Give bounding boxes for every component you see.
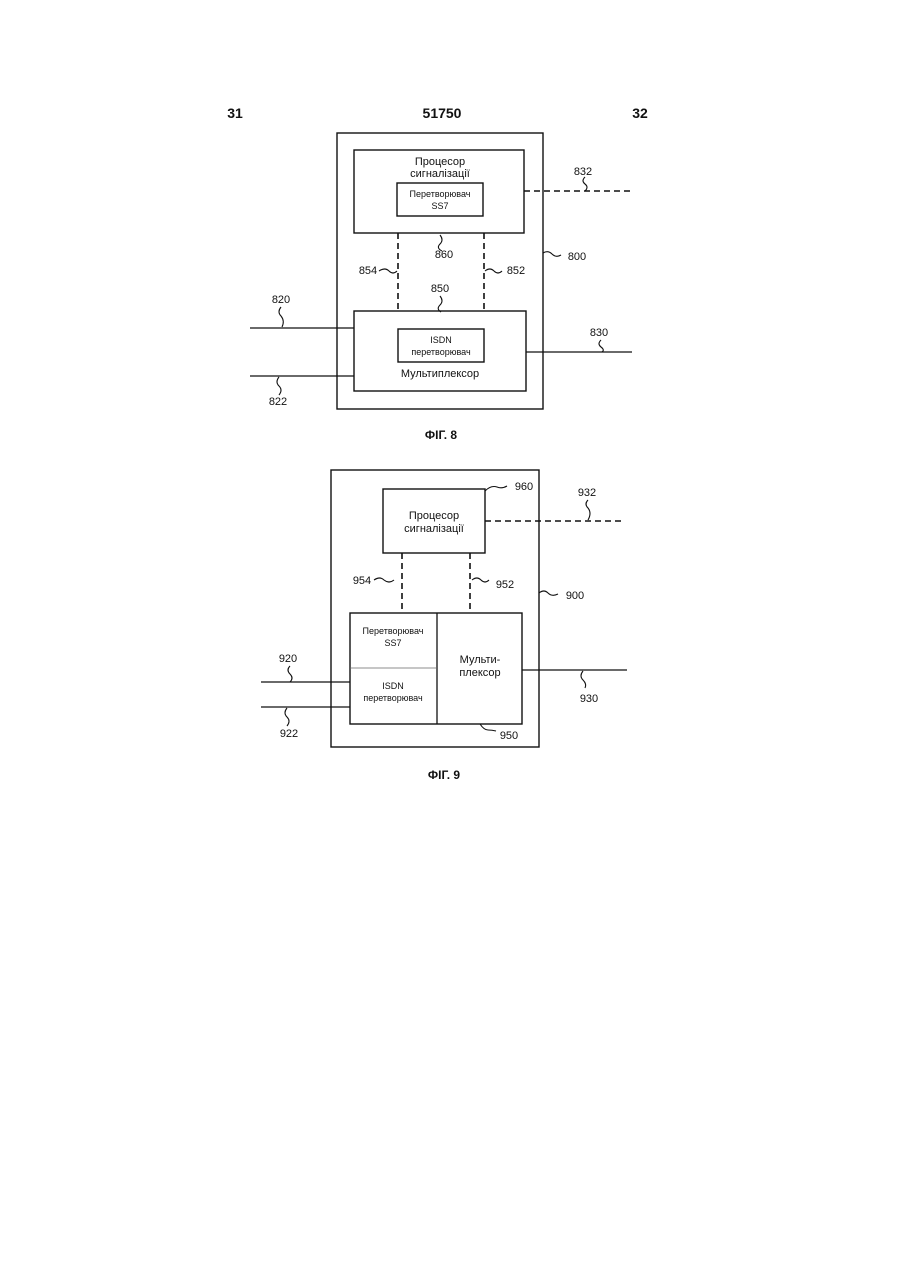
fig8-leader-820 [279,307,283,327]
page-number-left: 31 [227,105,243,121]
fig9-ss7-label-2: SS7 [384,638,401,648]
fig8-caption: ФІГ. 8 [425,428,458,442]
fig8-ref-822: 822 [269,396,287,408]
fig8-leader-800 [543,252,561,257]
fig8-leader-850 [438,296,442,312]
fig8-ss7-label-2: SS7 [431,201,448,211]
fig8-isdn-label-1: ISDN [430,335,452,345]
fig9-ref-930: 930 [580,693,598,705]
fig9-signal-processor-label-1: Процесор [409,510,459,522]
fig8-leader-830 [599,340,603,352]
fig8-ref-820: 820 [272,294,290,306]
document-number: 51750 [423,105,462,121]
fig8-ref-800: 800 [568,251,586,263]
fig9-ref-900: 900 [566,590,584,602]
fig8-multiplexer-label: Мультиплексор [401,368,479,380]
page-number-right: 32 [632,105,648,121]
fig9-ref-950: 950 [500,730,518,742]
fig8-leader-854 [379,269,397,273]
fig9-leader-960 [485,486,507,491]
fig9-ref-932: 932 [578,487,596,499]
fig9-leader-950 [480,724,496,731]
fig8-ss7-converter-box [397,183,483,216]
fig9-ref-954: 954 [353,575,371,587]
fig9-multiplexer-label-2: плексор [459,667,500,679]
fig9-isdn-label-2: перетворювач [363,693,423,703]
fig9-leader-930 [581,671,586,688]
figure-9: Процесор сигналізації 960 932 954 952 90… [261,470,627,782]
fig9-multiplexer-label-1: Мульти- [460,654,501,666]
fig9-signal-processor-label-2: сигналізації [404,523,464,535]
figure-8: Процесор сигналізації Перетворювач SS7 8… [250,133,632,442]
fig8-ref-854: 854 [359,265,377,277]
fig8-ref-832: 832 [574,166,592,178]
fig8-ref-850: 850 [431,283,449,295]
fig8-isdn-label-2: перетворювач [411,347,471,357]
fig9-caption: ФІГ. 9 [428,768,461,782]
fig9-ref-952: 952 [496,579,514,591]
fig8-leader-822 [277,377,281,395]
fig8-leader-832 [583,177,587,191]
fig8-isdn-converter-box [398,329,484,362]
fig9-isdn-label-1: ISDN [382,681,404,691]
fig8-signal-processor-label-2: сигналізації [410,168,470,180]
fig9-leader-954 [374,578,394,582]
fig9-ref-960: 960 [515,481,533,493]
fig9-ss7-label-1: Перетворювач [363,626,424,636]
fig8-ref-860: 860 [435,249,453,261]
fig9-leader-920 [288,666,292,682]
fig8-ss7-label-1: Перетворювач [410,189,471,199]
fig8-ref-830: 830 [590,327,608,339]
fig9-leader-932 [586,500,590,520]
fig9-leader-952 [472,578,489,582]
fig9-leader-922 [285,708,289,726]
fig8-leader-852 [485,269,502,273]
fig9-ref-920: 920 [279,653,297,665]
fig8-signal-processor-label-1: Процесор [415,156,465,168]
fig9-leader-900 [539,591,558,595]
fig8-ref-852: 852 [507,265,525,277]
fig9-ref-922: 922 [280,728,298,740]
